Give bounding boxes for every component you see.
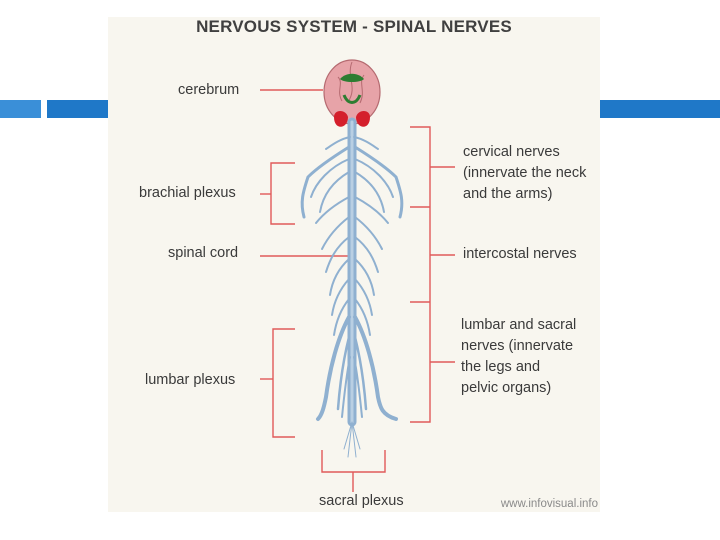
label-cervical-nerves-line-3: and the arms) xyxy=(463,186,553,202)
bracket-right xyxy=(410,126,431,423)
label-lumbar-plexus: lumbar plexus xyxy=(145,372,236,388)
leader-lines xyxy=(260,89,455,492)
header-accent-bar-right xyxy=(600,100,720,118)
label-cervical-nerves: cervical nerves (innervate the neck and … xyxy=(463,142,586,205)
label-lumbar-sacral-line-1: lumbar and sacral xyxy=(461,317,577,333)
label-lumbar-sacral-nerves: lumbar and sacral nerves (innervate the … xyxy=(461,315,576,399)
header-accent-bar-mid xyxy=(47,100,109,118)
label-lumbar-sacral-line-3: the legs and xyxy=(461,359,541,375)
label-brachial-plexus: brachial plexus xyxy=(139,185,236,201)
spinal-nerves xyxy=(300,117,404,458)
diagram-illustration xyxy=(260,59,455,492)
bracket-sacral-plexus xyxy=(321,450,386,473)
label-cerebrum: cerebrum xyxy=(178,82,240,98)
bracket-brachial-plexus xyxy=(270,162,295,225)
diagram-title: NERVOUS SYSTEM - SPINAL NERVES xyxy=(196,17,512,36)
bracket-lumbar-plexus xyxy=(272,328,295,438)
label-lumbar-sacral-line-4: pelvic organs) xyxy=(461,380,552,396)
header-accent-bar-left xyxy=(0,100,41,118)
watermark: www.infovisual.info xyxy=(500,498,598,510)
label-spinal-cord: spinal cord xyxy=(168,245,239,261)
label-sacral-plexus: sacral plexus xyxy=(319,493,404,509)
label-cervical-nerves-line-1: cervical nerves xyxy=(463,144,560,160)
label-intercostal-nerves: intercostal nerves xyxy=(463,246,577,262)
label-cervical-nerves-line-2: (innervate the neck xyxy=(463,165,587,181)
label-lumbar-sacral-line-2: nerves (innervate xyxy=(461,338,574,354)
brain xyxy=(323,59,381,127)
spinal-nerves-diagram: NERVOUS SYSTEM - SPINAL NERVES cerebrum … xyxy=(108,17,600,512)
